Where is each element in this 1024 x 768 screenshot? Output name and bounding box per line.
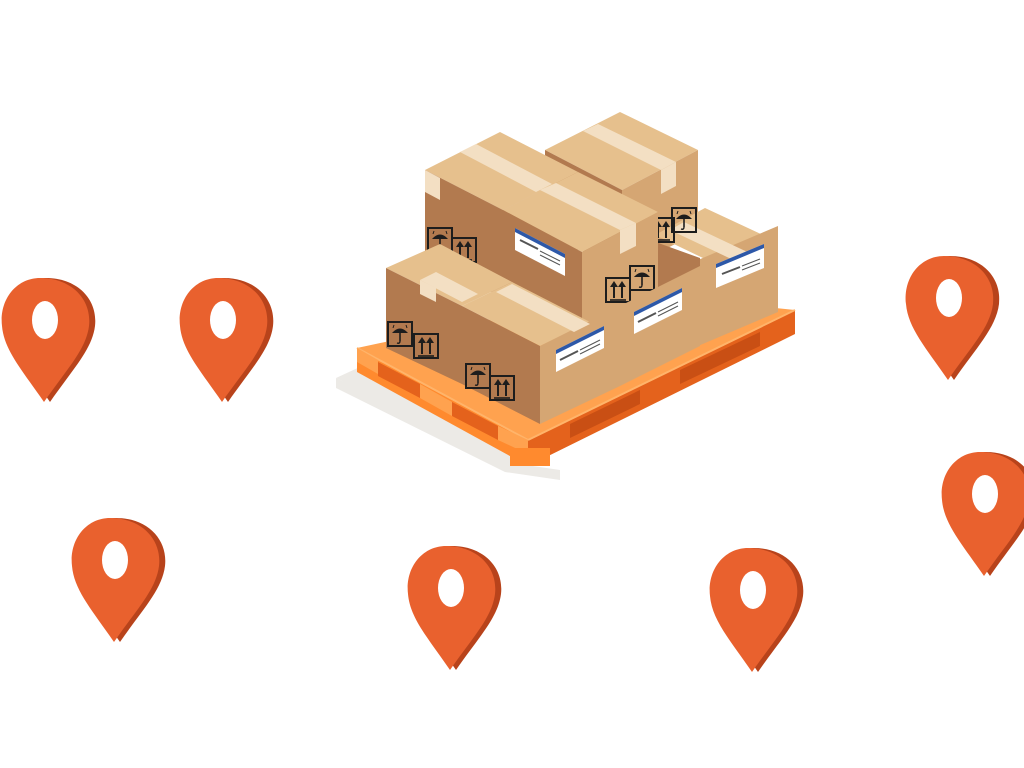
shipping-label	[634, 288, 682, 334]
location-pin-icon	[709, 548, 804, 672]
location-pin-icon	[1, 278, 96, 402]
shipping-label	[556, 326, 604, 372]
location-pin-icon	[179, 278, 274, 402]
cardboard-box-bottom-left	[386, 244, 512, 384]
pallet-floor-shadow	[336, 378, 560, 480]
location-pin-icon	[407, 546, 502, 670]
location-pin-icon	[941, 452, 1024, 576]
cardboard-box-bottom-center-right	[620, 266, 700, 386]
shipping-label	[515, 228, 565, 276]
location-pin-icon	[905, 256, 1000, 380]
shipping-label	[716, 244, 764, 288]
cardboard-box-bottom-middle	[462, 282, 620, 424]
location-pin-icon	[71, 518, 166, 642]
